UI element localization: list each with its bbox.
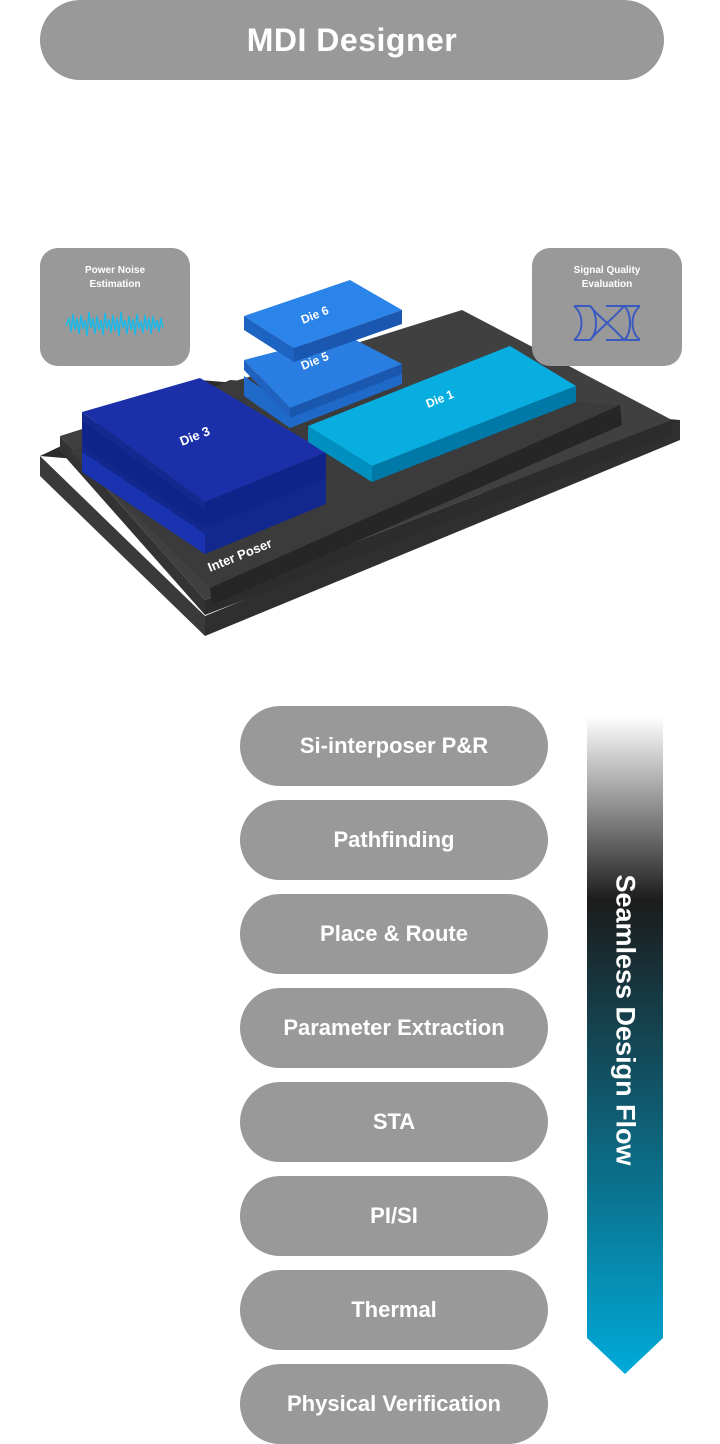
page-title-text: MDI Designer — [246, 21, 458, 58]
power-noise-card: Power Noise Estimation — [40, 248, 190, 366]
power-noise-title: Power Noise — [85, 265, 145, 276]
signal-quality-card: Signal Quality Evaluation — [532, 248, 682, 366]
flow-step-label: Pathfinding — [333, 827, 455, 852]
flow-step-label: Physical Verification — [287, 1391, 501, 1416]
flow-step-label: PI/SI — [370, 1203, 418, 1228]
flow-step-physical-verification: Physical Verification — [240, 1364, 548, 1444]
power-noise-subtitle: Estimation — [89, 279, 140, 290]
eye-diagram-icon — [573, 305, 641, 341]
flow-step-place-route: Place & Route — [240, 894, 548, 974]
flow-step-pathfinding: Pathfinding — [240, 800, 548, 880]
flow-step-parameter-extraction: Parameter Extraction — [240, 988, 548, 1068]
signal-quality-title: Signal Quality — [574, 265, 641, 276]
flow-step-sta: STA — [240, 1082, 548, 1162]
die-3 — [82, 378, 326, 554]
flow-step-label: Place & Route — [320, 921, 468, 946]
signal-quality-subtitle: Evaluation — [582, 279, 633, 290]
mdi-package-diagram: Inter Poser Die 3 Die 1 Die 5 Die 6 Powe… — [40, 248, 682, 636]
die-1 — [308, 346, 576, 482]
flow-step-label: Parameter Extraction — [283, 1015, 505, 1040]
die-6 — [244, 280, 402, 362]
noise-waveform-icon — [65, 311, 164, 337]
page-title: MDI Designer — [40, 0, 664, 80]
flow-step-label: STA — [372, 1109, 416, 1134]
design-flow-arrow — [587, 716, 663, 1374]
flow-step-si-interposer: Si-interposer P&R — [240, 706, 548, 786]
design-flow-label: Seamless Design Flow — [610, 874, 641, 1166]
flow-step-thermal: Thermal — [240, 1270, 548, 1350]
flow-step-pi-si: PI/SI — [240, 1176, 548, 1256]
flow-step-label: Si-interposer P&R — [299, 733, 489, 758]
flow-step-label: Thermal — [351, 1297, 437, 1322]
